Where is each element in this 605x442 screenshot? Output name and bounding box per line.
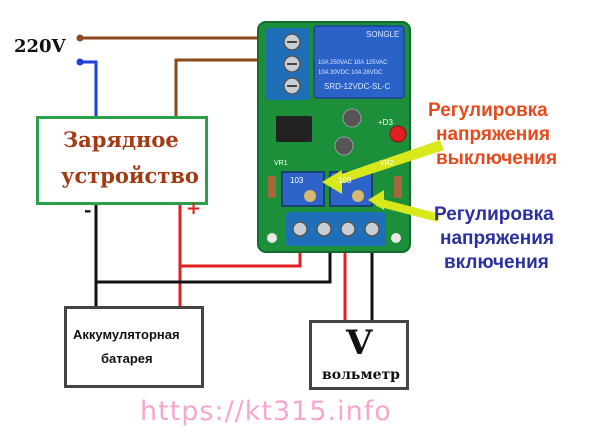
annotation-arrows xyxy=(322,140,444,222)
turnon-label-line1: Регулировка xyxy=(434,204,554,225)
turnon-label-line2: напряжения xyxy=(440,228,554,249)
relay-module xyxy=(257,21,411,253)
mains-voltage-label: 220V xyxy=(14,36,66,57)
watermark-url: https://kt315.info xyxy=(140,396,392,427)
charger-minus-label: - xyxy=(84,200,92,221)
led xyxy=(389,125,407,143)
cutoff-arrow xyxy=(330,140,444,186)
power-terminal-block xyxy=(286,212,386,246)
vr1-mark: VR1 xyxy=(274,160,288,167)
trimmer-vr1 xyxy=(281,171,325,207)
charger-box: Зарядное устройство xyxy=(36,116,208,205)
turnon-label-line3: включения xyxy=(444,252,549,273)
turnon-arrow xyxy=(376,198,440,222)
battery-label-line1: Аккумуляторная xyxy=(73,327,180,342)
voltmeter-box: V вольметр xyxy=(309,320,409,390)
charger-label-line2: устройство xyxy=(61,163,199,188)
relay-rating-line1: 10A 250VAC 10A 125VAC xyxy=(318,60,388,66)
cutoff-label-line2: напряжения xyxy=(436,124,550,145)
capacitor xyxy=(342,108,362,128)
led-mark: +D3 xyxy=(378,118,393,127)
pot-left-value: 103 xyxy=(290,176,304,185)
battery-label-line2: батарея xyxy=(101,351,153,366)
capacitor xyxy=(334,136,354,156)
dc-wires xyxy=(94,205,374,320)
relay-brand: SONGLE xyxy=(366,30,400,39)
mains-wires xyxy=(76,34,270,116)
cutoff-label-line1: Регулировка xyxy=(428,100,548,121)
relay xyxy=(313,25,405,99)
charger-label-line1: Зарядное xyxy=(63,127,179,152)
voltmeter-symbol: V xyxy=(346,323,373,363)
relay-model: SRD-12VDC-SL-C xyxy=(324,82,391,91)
vr2-mark: VR2 xyxy=(380,160,394,167)
mount-hole xyxy=(267,233,277,243)
diode xyxy=(394,176,402,198)
cutoff-label-line3: выключения xyxy=(436,148,558,169)
charger-plus-label: + xyxy=(186,198,202,219)
mount-hole xyxy=(391,233,401,243)
relay-rating-line2: 10A 30VDC 10A 28VDC xyxy=(318,70,383,76)
voltmeter-label: вольметр xyxy=(322,367,400,383)
ic-chip xyxy=(276,116,312,142)
battery-box: Аккумуляторная батарея xyxy=(64,306,204,388)
diode xyxy=(268,176,276,198)
pot-right-value: 103 xyxy=(338,176,352,185)
